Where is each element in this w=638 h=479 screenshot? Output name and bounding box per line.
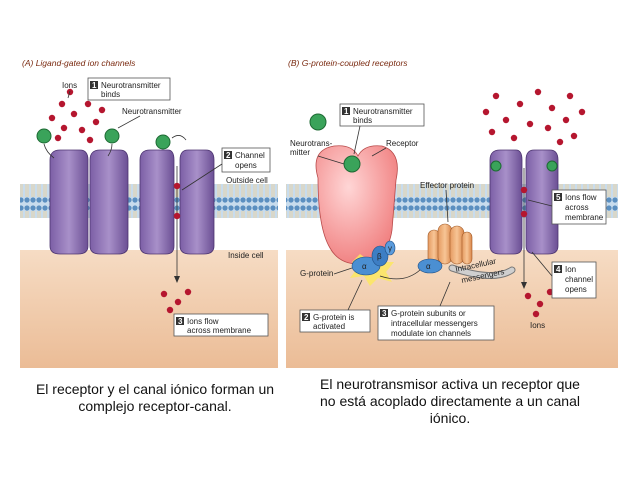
svg-text:across: across	[565, 203, 589, 212]
ion-cloud	[482, 88, 586, 146]
channel-site	[490, 160, 502, 172]
arrow	[171, 135, 187, 141]
svg-text:opens: opens	[565, 285, 587, 294]
neurotransmitter-molecule	[343, 155, 361, 173]
svg-text:Neurotransmitter: Neurotransmitter	[353, 107, 413, 116]
neurotransmitter-molecule	[155, 134, 171, 150]
step-box-3: 3 G-protein subunits or intracellular me…	[377, 281, 495, 341]
svg-text:activated: activated	[313, 322, 345, 331]
closed-ion-channel	[49, 149, 129, 255]
caption-left-line1: El receptor y el canal iónico forman un	[35, 381, 275, 397]
arrow	[333, 267, 353, 275]
caption-left: El receptor y el canal iónico forman un …	[26, 381, 284, 415]
svg-text:Ion: Ion	[565, 265, 576, 274]
ions-label: Ions	[530, 321, 545, 330]
caption-right-line2: no está acoplado directamente a un canal	[320, 393, 580, 409]
channel-site	[546, 160, 558, 172]
ion-cloud-inside	[160, 288, 192, 314]
arrow	[371, 147, 387, 157]
neurotransmitter-molecule	[104, 128, 120, 144]
arrow	[379, 269, 421, 280]
neurotransmitter-molecule	[309, 113, 327, 131]
arrow	[107, 143, 113, 157]
arrow-head-icon	[521, 282, 527, 289]
caption-right-line1: El neurotransmisor activa un receptor qu…	[320, 376, 580, 392]
neurotransmitter-label: Neurotransmitter	[122, 107, 182, 116]
ion	[173, 182, 181, 190]
panel-a: (A) Ligand-gated ion channels	[20, 50, 278, 368]
svg-text:3: 3	[178, 317, 183, 326]
caption-left-line2: complejo receptor-canal.	[78, 398, 232, 414]
ion	[173, 212, 181, 220]
ion	[520, 210, 528, 218]
svg-text:Channel: Channel	[235, 151, 265, 160]
svg-text:2: 2	[226, 151, 231, 160]
svg-text:modulate ion channels: modulate ion channels	[391, 329, 471, 338]
step-box-1: 1 Neurotransmitter binds	[87, 77, 171, 101]
svg-text:Neurotransmitter: Neurotransmitter	[101, 81, 161, 90]
ion-cloud	[48, 88, 106, 144]
svg-text:binds: binds	[353, 116, 372, 125]
caption-right-line3: iónico.	[429, 410, 471, 426]
alpha-label: α	[362, 262, 367, 271]
alpha-label: α	[426, 262, 431, 271]
step-box-4: 4 Ion channel opens	[531, 251, 597, 299]
open-ion-channel	[139, 149, 215, 255]
svg-text:1: 1	[92, 81, 97, 90]
beta-label: β	[377, 252, 382, 261]
svg-text:Ions flow: Ions flow	[565, 193, 597, 202]
arrow	[445, 189, 449, 223]
ions-label: Ions	[62, 81, 77, 90]
panel-a-title: (A) Ligand-gated ion channels	[22, 58, 136, 68]
g-alpha-subunit	[417, 258, 443, 274]
panel-a-inside-region	[20, 250, 278, 368]
receptor-label: Receptor	[386, 139, 419, 148]
neurotransmitter-molecule	[36, 128, 52, 144]
ion-cloud-inside	[524, 288, 554, 318]
step-box-1: 1 Neurotransmitter binds	[339, 103, 425, 155]
caption-right: El neurotransmisor activa un receptor qu…	[300, 376, 600, 427]
svg-text:4: 4	[556, 265, 561, 274]
arrow-head-icon	[174, 276, 180, 283]
step-box-5: 5 Ions flow across membrane	[527, 189, 607, 225]
neurotransmitter-label-line2: mitter	[290, 148, 310, 157]
step-box-2: 2 Channel opens	[181, 147, 271, 191]
svg-text:channel: channel	[565, 275, 593, 284]
svg-text:opens: opens	[235, 161, 257, 170]
svg-text:binds: binds	[101, 90, 120, 99]
arrow	[117, 115, 141, 129]
effector-protein-label: Effector protein	[420, 181, 474, 190]
step-box-3: 3 Ions flow across membrane	[173, 313, 269, 337]
svg-text:G-protein subunits or: G-protein subunits or	[391, 309, 466, 318]
arrow	[43, 143, 55, 159]
ion	[520, 186, 528, 194]
svg-text:intracellular messengers: intracellular messengers	[391, 319, 478, 328]
svg-text:5: 5	[556, 193, 561, 202]
arrow	[317, 155, 345, 165]
panel-b-title: (B) G-protein-coupled receptors	[288, 58, 408, 68]
svg-text:across membrane: across membrane	[187, 326, 252, 335]
panel-b: (B) G-protein-coupled receptors α β γ α	[286, 50, 618, 368]
svg-text:G-protein is: G-protein is	[313, 313, 354, 322]
g-protein: α β γ	[350, 240, 396, 286]
outside-cell-label: Outside cell	[226, 176, 268, 185]
svg-text:1: 1	[344, 107, 349, 116]
svg-text:Ions flow: Ions flow	[187, 317, 219, 326]
inside-cell-label: Inside cell	[228, 251, 264, 260]
step-box-2: 2 G-protein is activated	[299, 279, 371, 333]
gamma-label: γ	[388, 244, 392, 253]
svg-text:membrane: membrane	[565, 213, 604, 222]
svg-text:2: 2	[304, 313, 309, 322]
effector-protein	[427, 223, 473, 265]
arrow	[67, 90, 71, 99]
neurotransmitter-label: Neurotrans-	[290, 139, 333, 148]
svg-text:3: 3	[382, 309, 387, 318]
g-protein-label: G-protein	[300, 269, 333, 278]
ion-channel	[489, 149, 559, 255]
receptor	[315, 145, 398, 265]
